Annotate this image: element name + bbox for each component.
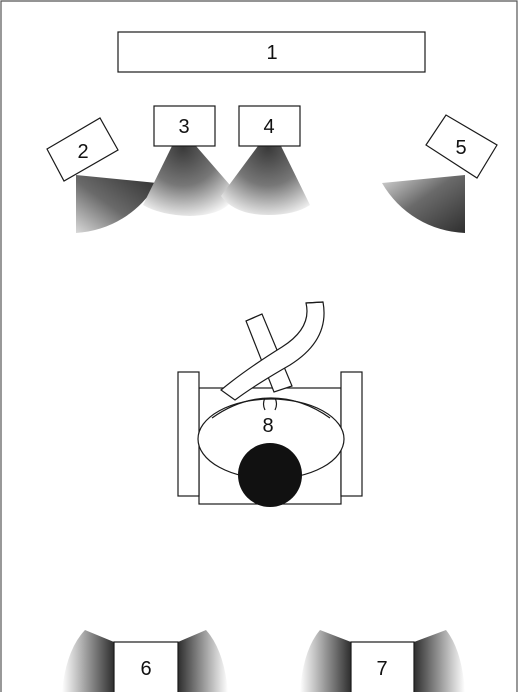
speaker-2-box [46,117,119,182]
screen: 1 [117,31,426,73]
speaker-6-label: 6 [140,658,151,680]
foot-right [305,301,324,304]
speaker-left-outer: 2 [46,117,119,182]
foot-left [245,313,263,322]
speaker-4-box [238,105,301,147]
speaker-2-sound-cone [76,175,157,233]
speaker-4-label: 4 [263,116,274,138]
speaker-left-inner: 3 [153,105,216,147]
speaker-3-label: 3 [178,116,189,138]
listener-head [238,443,302,507]
screen-label: 1 [266,42,277,64]
speaker-5-label: 5 [455,137,466,159]
knees-detail [262,397,278,411]
listener: 8 [177,301,363,507]
chair-armrest-right [340,371,363,497]
speaker-6-box [113,641,179,695]
listener-label: 8 [262,415,273,437]
speaker-3-sound-cone [143,146,236,216]
speaker-7-box [350,641,415,695]
shoulder-line [211,397,331,419]
leg-right [220,301,325,401]
speaker-7-sound-right [414,630,465,692]
screen-box [117,31,426,73]
speaker-2-label: 2 [77,141,88,163]
speaker-right-inner: 4 [238,105,301,147]
speaker-7-label: 7 [376,658,387,680]
speaker-rear-left: 6 [62,630,228,695]
speaker-right-outer: 5 [425,114,498,179]
speaker-5-sound-cone [382,175,465,233]
speaker-6-sound-right [178,630,228,692]
speaker-6-sound-left [62,630,114,692]
chair-armrest-left [177,371,200,497]
speaker-rear-right: 7 [300,630,465,695]
speaker-7-sound-left [300,630,351,692]
speaker-5-box [425,114,498,179]
speaker-3-box [153,105,216,147]
speaker-4-sound-cone [221,146,310,215]
